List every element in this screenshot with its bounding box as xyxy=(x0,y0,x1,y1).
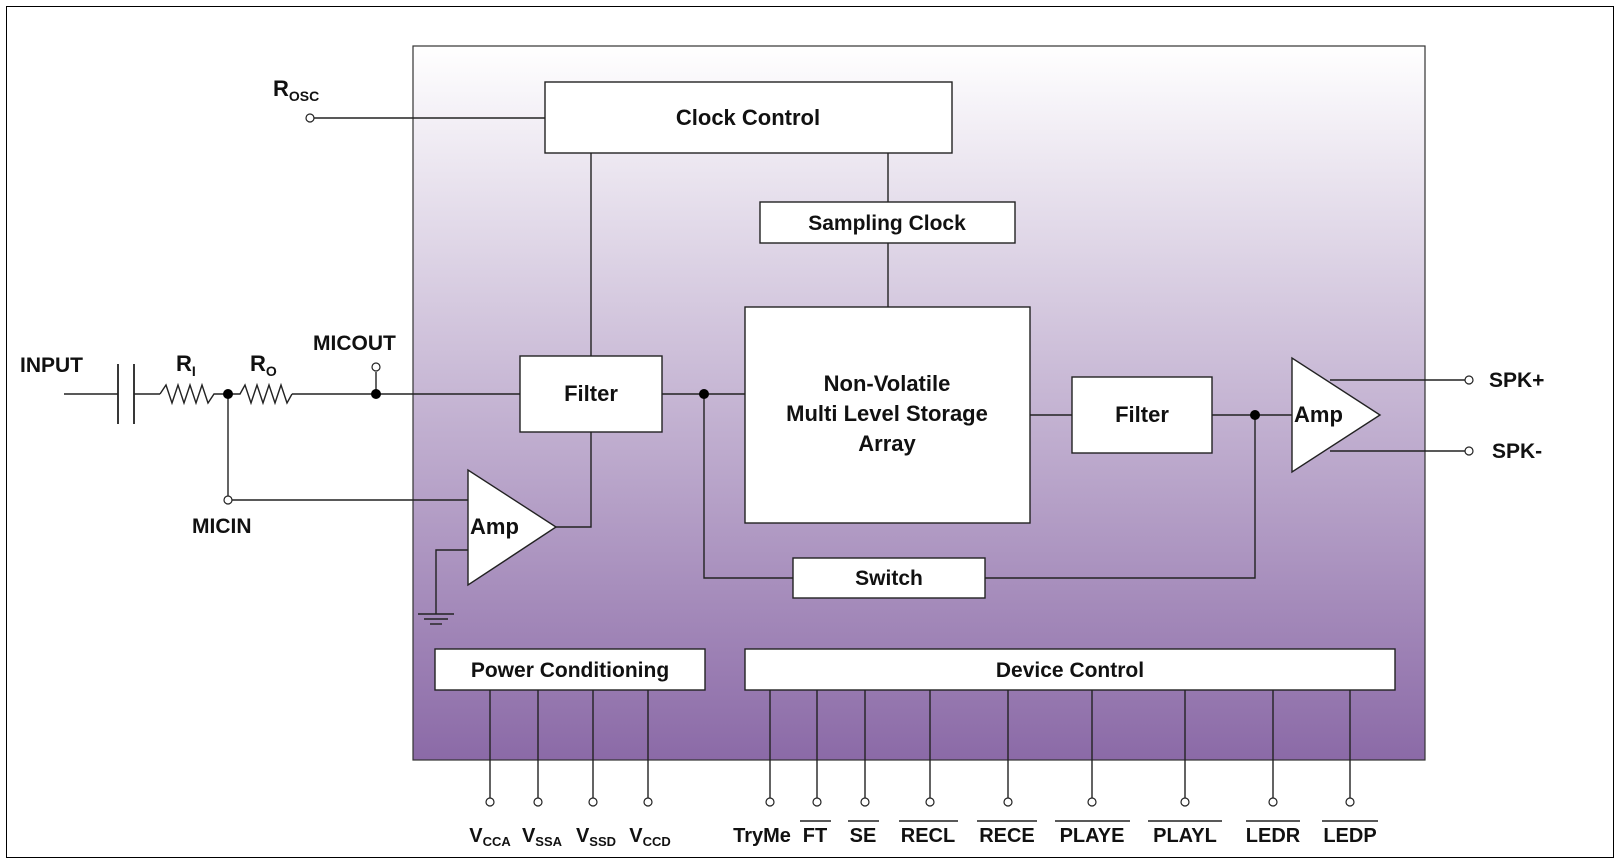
svg-text:Amp: Amp xyxy=(1294,402,1343,427)
micin-label: MICIN xyxy=(192,515,252,538)
junction-node xyxy=(371,389,381,399)
spk-minus-label: SPK- xyxy=(1492,440,1542,463)
junction-node xyxy=(699,389,709,399)
input-filter-block: Filter xyxy=(519,355,663,433)
spk-plus-label: SPK+ xyxy=(1489,369,1544,392)
micin-pin xyxy=(223,495,233,505)
junction-node xyxy=(1250,410,1260,420)
ro-label: RO xyxy=(250,351,277,379)
vssd-label: VSSD xyxy=(576,825,616,849)
micout-label: MICOUT xyxy=(313,332,396,355)
ledr-label: LEDR xyxy=(1246,825,1301,847)
svg-text:Non-Volatile: Non-Volatile xyxy=(824,371,951,396)
svg-text:Power Conditioning: Power Conditioning xyxy=(471,659,669,682)
playl-label: PLAYL xyxy=(1153,825,1217,847)
mic-amp: Amp xyxy=(467,468,558,587)
playe-label: PLAYE xyxy=(1060,825,1125,847)
output-amp: Amp xyxy=(1291,356,1382,474)
spk-plus-pin xyxy=(1464,375,1474,385)
ft-label: FT xyxy=(803,825,827,847)
vccd-label: VCCD xyxy=(629,825,671,849)
micout-pin xyxy=(371,362,381,372)
svg-text:Multi Level Storage: Multi Level Storage xyxy=(786,401,988,426)
spk-minus-pin xyxy=(1464,446,1474,456)
output-filter-block: Filter xyxy=(1071,376,1213,454)
ledp-label: LEDP xyxy=(1323,825,1376,847)
svg-text:Array: Array xyxy=(858,431,916,456)
rosc-pin xyxy=(305,113,315,123)
storage-array-block: Non-Volatile Multi Level Storage Array xyxy=(744,306,1031,524)
vssa-label: VSSA xyxy=(522,825,563,849)
svg-text:Sampling Clock: Sampling Clock xyxy=(808,212,966,235)
svg-text:Amp: Amp xyxy=(470,514,519,539)
recl-label: RECL xyxy=(901,825,955,847)
ri-label: RI xyxy=(176,351,196,379)
junction-node xyxy=(223,389,233,399)
switch-block: Switch xyxy=(792,557,986,599)
svg-text:Clock Control: Clock Control xyxy=(676,105,820,130)
svg-text:Filter: Filter xyxy=(1115,402,1169,427)
svg-text:Switch: Switch xyxy=(855,567,923,590)
device-control-block: Device Control xyxy=(744,648,1396,691)
rece-label: RECE xyxy=(979,825,1035,847)
se-label: SE xyxy=(850,825,877,847)
svg-text:Filter: Filter xyxy=(564,381,618,406)
wires xyxy=(64,117,1465,798)
vcca-label: VCCA xyxy=(469,825,511,849)
rosc-label: ROSC xyxy=(273,76,319,104)
svg-text:Device Control: Device Control xyxy=(996,659,1144,682)
clock-control-block: Clock Control xyxy=(544,81,953,154)
input-label: INPUT xyxy=(20,354,83,377)
sampling-clock-block: Sampling Clock xyxy=(759,201,1016,244)
tryme-label: TryMe xyxy=(733,825,791,847)
diagram-frame xyxy=(6,6,1614,858)
power-conditioning-block: Power Conditioning xyxy=(434,648,706,691)
bottom-pins xyxy=(485,797,1355,807)
